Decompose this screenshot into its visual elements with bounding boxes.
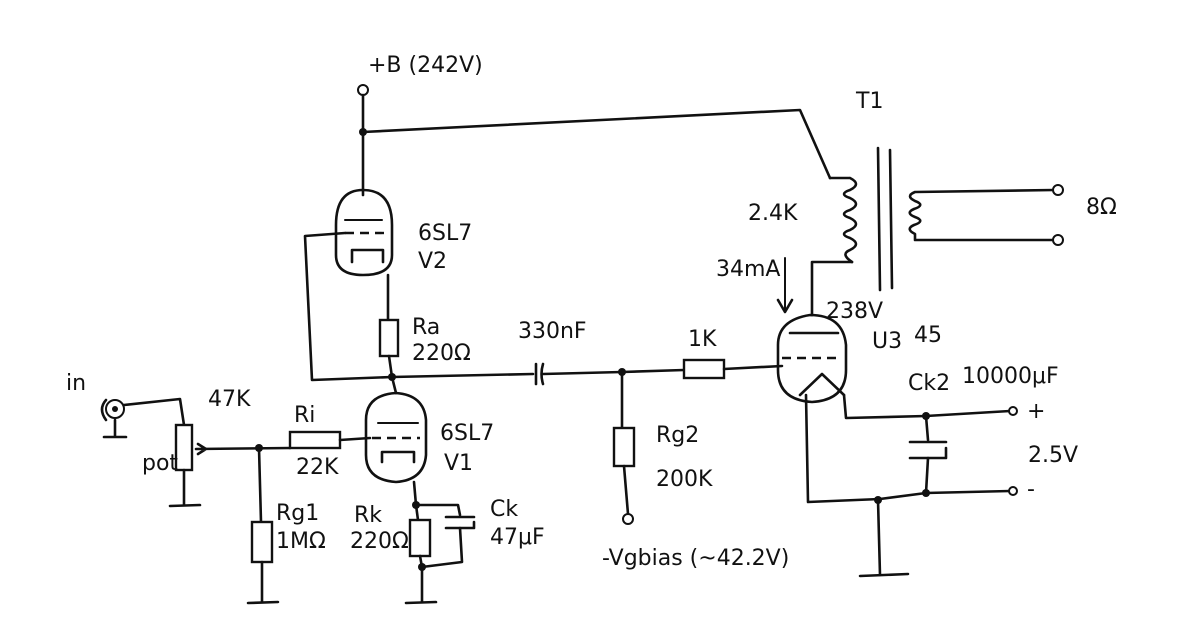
rg1-value: 1MΩ	[276, 529, 326, 554]
ck-capacitor	[420, 515, 476, 569]
ck-value: 47μF	[490, 525, 545, 550]
rk-value: 220Ω	[350, 529, 409, 554]
v3-tube	[776, 313, 848, 404]
ck2-name: Ck2	[908, 371, 950, 396]
ra-resistor	[378, 318, 400, 358]
rk-resistor	[408, 518, 432, 558]
input-label: in	[66, 371, 86, 396]
transformer-name: T1	[855, 89, 883, 114]
supply-terminal	[357, 84, 369, 197]
cap-value: 330nF	[518, 319, 587, 344]
bias-label: -Vgbias (~42.2V)	[602, 546, 789, 571]
ground-rg1	[246, 600, 280, 605]
v3-type: 45	[914, 323, 942, 348]
transformer-primary: 2.4K	[748, 201, 798, 226]
plate-wire	[810, 260, 854, 317]
v2-tube	[334, 188, 394, 277]
pot-value: 47K	[208, 387, 251, 412]
pot-label: pot	[142, 451, 178, 476]
ck-name: Ck	[490, 497, 518, 522]
b-plus-rail	[361, 108, 832, 180]
speaker-terminal-top	[1052, 184, 1064, 196]
v1-name: V1	[444, 451, 473, 476]
pot-resistor	[174, 423, 194, 472]
filament-voltage: 2.5V	[1028, 443, 1078, 468]
coupling-capacitor	[534, 362, 545, 386]
rg1-resistor	[250, 520, 274, 564]
ground-pot	[168, 503, 202, 508]
ground-rk	[404, 600, 438, 605]
v2-type: 6SL7	[418, 221, 472, 246]
filament-wire-bottom	[804, 393, 1012, 504]
v3-name: U3	[872, 329, 902, 354]
v2-grid-wire	[303, 231, 394, 382]
r1k-value: 1K	[688, 327, 717, 352]
rg1-name: Rg1	[276, 501, 319, 526]
rk-name: Rk	[354, 503, 382, 528]
ri-name: Ri	[294, 403, 315, 428]
primary-current: 34mA	[716, 257, 780, 282]
ra-name: Ra	[412, 315, 440, 340]
v2-name: V2	[418, 249, 447, 274]
speaker-terminal-bottom	[1052, 234, 1064, 246]
ra-value: 220Ω	[412, 341, 471, 366]
ri-value: 22K	[296, 455, 339, 480]
v1-type: 6SL7	[440, 421, 494, 446]
ground-v3	[858, 572, 910, 578]
rg2-resistor	[612, 426, 636, 468]
input-wire	[122, 397, 186, 427]
input-jack	[100, 398, 128, 439]
filament-wire-top	[842, 393, 1012, 420]
ri-resistor	[288, 430, 342, 450]
bias-terminal	[622, 513, 634, 525]
rg2-value: 200K	[656, 467, 713, 492]
transformer-load: 8Ω	[1086, 195, 1117, 220]
r1k-resistor	[682, 358, 726, 380]
ck2-value: 10000μF	[962, 364, 1059, 389]
filament-minus: -	[1027, 477, 1035, 502]
v3-plate-voltage: 238V	[826, 299, 883, 324]
supply-label: +B (242V)	[368, 53, 483, 78]
v1-tube	[364, 391, 428, 484]
rg2-name: Rg2	[656, 423, 699, 448]
filament-plus: +	[1027, 399, 1045, 424]
pot-wiper	[194, 442, 292, 456]
ck2-capacitor	[908, 414, 948, 495]
transformer	[828, 146, 1056, 292]
